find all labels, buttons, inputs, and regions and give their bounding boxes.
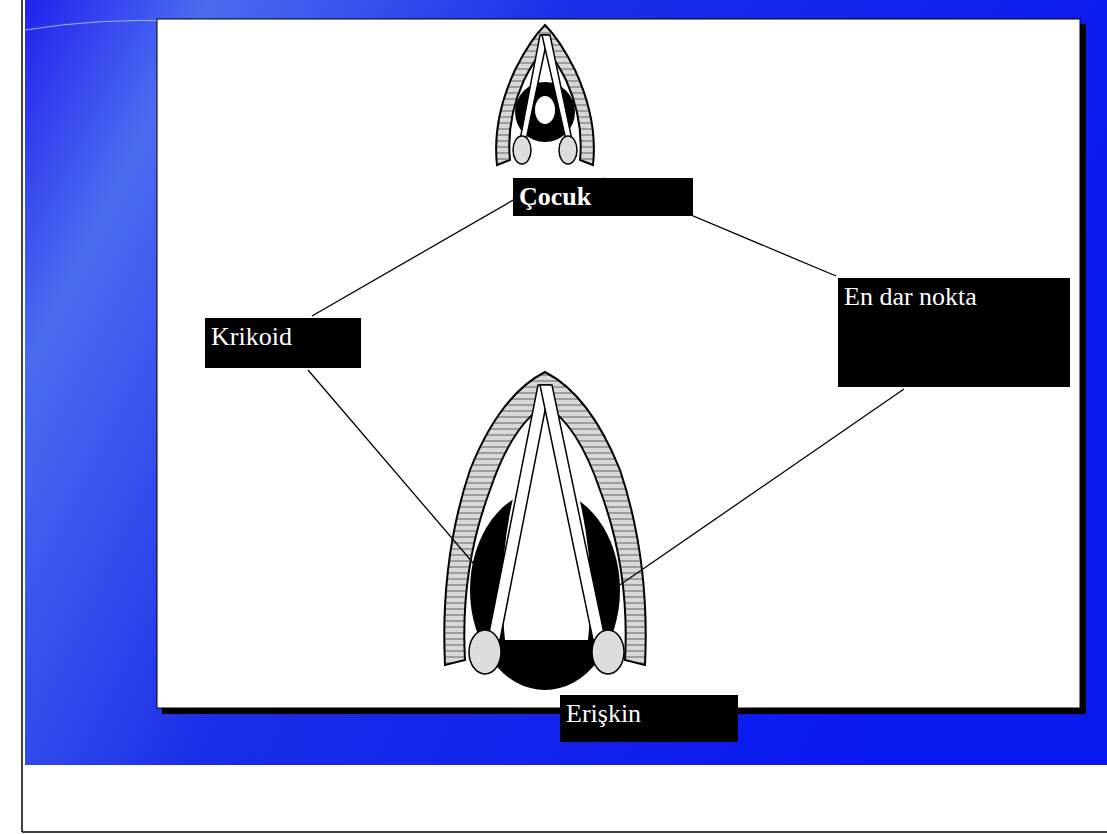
- page-border: [22, 831, 1107, 833]
- leader-line: [598, 389, 904, 600]
- label-text: En dar nokta: [844, 282, 1064, 312]
- label-box: Erişkin: [560, 695, 738, 742]
- label-box: Çocuk: [513, 178, 693, 216]
- leader-line: [308, 370, 492, 585]
- label-box: Krikoid: [205, 318, 361, 368]
- white-panel: [157, 19, 1080, 708]
- adult-larynx: [444, 372, 645, 690]
- label-text: Erişkin: [566, 699, 732, 729]
- child-larynx: [496, 25, 594, 165]
- label-text: Krikoid: [211, 322, 355, 352]
- label-box: En dar nokta: [838, 278, 1070, 387]
- slide-background: [25, 0, 1107, 765]
- page-border: [21, 0, 23, 832]
- label-text: Çocuk: [519, 182, 687, 212]
